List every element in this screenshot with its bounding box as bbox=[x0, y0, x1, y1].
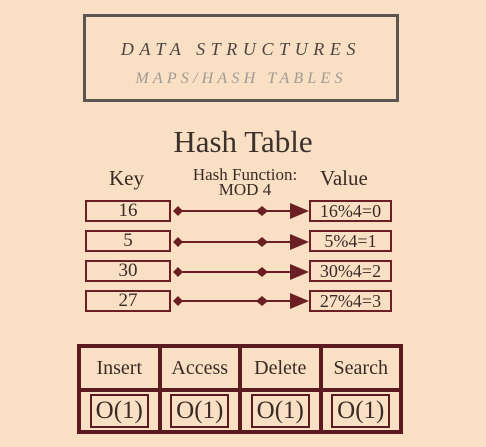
title: DATA STRUCTURES bbox=[120, 39, 362, 59]
value-cell: 16%4=0 bbox=[309, 200, 392, 222]
subtitle: MAPS/HASH TABLES bbox=[135, 70, 347, 87]
diagram-heading: Hash Table bbox=[173, 124, 313, 159]
cost-cell: O(1) bbox=[81, 392, 158, 430]
hash-arrow bbox=[173, 203, 309, 219]
value-column-label: Value bbox=[320, 166, 368, 190]
operation-insert: Insert bbox=[81, 348, 158, 388]
key-column-label: Key bbox=[109, 166, 144, 190]
key-cell: 27 bbox=[85, 290, 171, 312]
operation-access: Access bbox=[161, 348, 238, 388]
operation-search: Search bbox=[322, 348, 399, 388]
cost-cell: O(1) bbox=[242, 392, 319, 430]
title-box: DATA STRUCTURES MAPS/HASH TABLES bbox=[83, 14, 399, 102]
hash-arrow bbox=[173, 234, 309, 250]
hash-function-value: MOD 4 bbox=[218, 180, 272, 199]
hash-arrow bbox=[173, 293, 309, 309]
delete-cost: O(1) bbox=[250, 394, 310, 428]
insert-cost: O(1) bbox=[89, 394, 149, 428]
value-cell: 5%4=1 bbox=[309, 230, 392, 252]
hash-function-title: Hash Function: bbox=[192, 165, 298, 184]
key-cell: 16 bbox=[85, 200, 171, 222]
search-cost: O(1) bbox=[331, 394, 391, 428]
cost-cell: O(1) bbox=[322, 392, 399, 430]
access-cost: O(1) bbox=[170, 394, 230, 428]
operation-delete: Delete bbox=[242, 348, 319, 388]
value-cell: 30%4=2 bbox=[309, 260, 392, 282]
hash-function-label: Hash Function: MOD 4 bbox=[175, 165, 315, 199]
key-cell: 5 bbox=[85, 230, 171, 252]
complexity-table: Insert Access Delete Search O(1) O(1) O(… bbox=[77, 344, 403, 434]
cost-cell: O(1) bbox=[161, 392, 238, 430]
key-cell: 30 bbox=[85, 260, 171, 282]
value-cell: 27%4=3 bbox=[309, 290, 392, 312]
hash-arrow bbox=[173, 264, 309, 280]
